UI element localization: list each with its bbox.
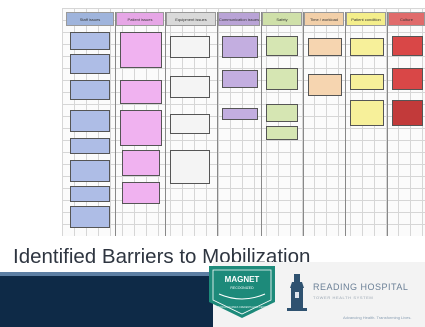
column-divider <box>303 12 304 236</box>
sticky-note <box>170 150 210 184</box>
sticky-note <box>170 76 210 98</box>
sticky-note <box>350 100 384 126</box>
column-header-communication: Communication issues <box>218 12 260 26</box>
sticky-note <box>350 38 384 56</box>
sticky-note <box>120 32 162 68</box>
column-divider <box>165 12 166 236</box>
column-divider <box>387 12 388 236</box>
column-header-label: Culture <box>400 16 413 22</box>
column-header-label: Communication issues <box>218 16 260 22</box>
column-divider <box>217 12 218 236</box>
column-header-label: Patient condition <box>351 16 381 22</box>
reading-hospital-tagline: Advancing Health. Transforming Lives. <box>343 315 412 320</box>
column-header-culture: Culture <box>388 12 425 26</box>
column-header-label: Patient issues <box>127 16 153 22</box>
reading-hospital-system: TOWER HEALTH SYSTEM <box>313 295 374 300</box>
column-header-time: Time / workload <box>304 12 344 26</box>
column-header-label: Equipment issues <box>175 16 207 22</box>
sticky-note <box>170 36 210 58</box>
sticky-note <box>70 32 110 50</box>
sticky-note <box>70 138 110 154</box>
column-header-staff: Staff issues <box>66 12 114 26</box>
sticky-note <box>308 74 342 96</box>
column-header-label: Time / workload <box>309 16 339 22</box>
sticky-note <box>70 160 110 182</box>
magnet-sub: RECOGNIZED <box>230 286 254 290</box>
sticky-note <box>222 108 258 120</box>
sticky-note <box>120 80 162 104</box>
sticky-note <box>122 150 160 176</box>
column-divider <box>345 12 346 236</box>
sticky-note <box>308 38 342 56</box>
sticky-note <box>70 110 110 132</box>
sticky-note <box>350 74 384 90</box>
sticky-note <box>222 70 258 88</box>
sticky-note <box>392 100 423 126</box>
sticky-note <box>70 80 110 100</box>
column-header-label: Safety <box>276 16 288 22</box>
column-header-equipment: Equipment issues <box>166 12 216 26</box>
column-header-condition: Patient condition <box>346 12 386 26</box>
magnet-caption: AMERICAN NURSES CREDENTIALING CENTER <box>215 306 269 309</box>
column-header-patient: Patient issues <box>116 12 164 26</box>
sticky-note <box>266 68 298 90</box>
sticky-note <box>170 114 210 134</box>
magnet-logo: MAGNET RECOGNIZED AMERICAN NURSES CREDEN… <box>209 266 275 318</box>
sticky-note <box>392 36 423 56</box>
sticky-note <box>70 186 110 202</box>
column-divider <box>261 12 262 236</box>
column-divider <box>115 12 116 236</box>
sticky-note <box>392 68 423 90</box>
sticky-note <box>122 182 160 204</box>
magnet-name: MAGNET <box>225 275 260 284</box>
sticky-note <box>266 36 298 56</box>
sticky-note <box>266 126 298 140</box>
sticky-note <box>120 110 162 146</box>
sticky-note <box>222 36 258 58</box>
column-header-safety: Safety <box>262 12 302 26</box>
reading-hospital-logo: READING HOSPITAL TOWER HEALTH SYSTEM Adv… <box>283 268 423 323</box>
sticky-note <box>70 54 110 74</box>
column-header-label: Staff issues <box>79 16 101 22</box>
tower-icon <box>287 274 307 311</box>
reading-hospital-name: READING HOSPITAL <box>313 282 409 292</box>
sticky-note <box>70 206 110 228</box>
sticky-note <box>266 104 298 122</box>
